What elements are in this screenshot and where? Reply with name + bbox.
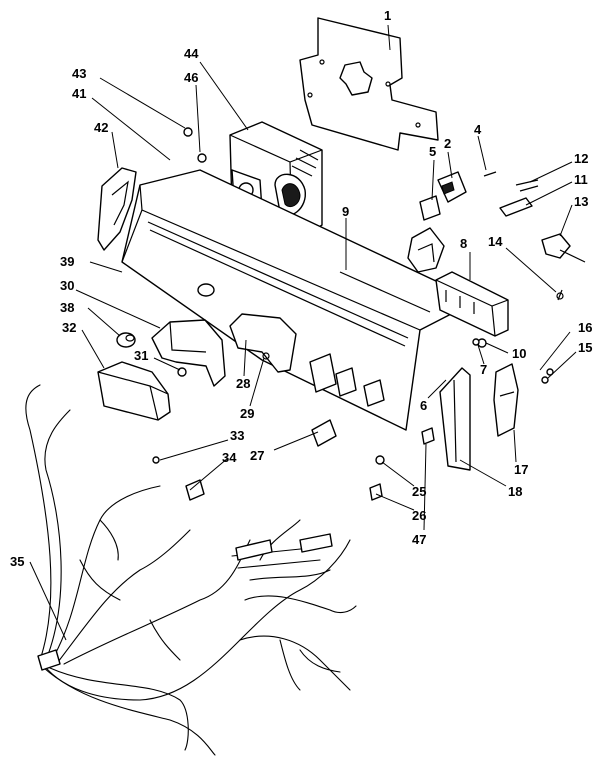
callout-5: 5 <box>429 144 436 159</box>
right-bracket <box>493 363 519 437</box>
callout-2: 2 <box>444 136 451 151</box>
callout-15: 15 <box>578 340 592 355</box>
small-clips <box>185 419 435 501</box>
support-bracket <box>151 319 226 387</box>
wire-trough <box>229 313 297 373</box>
hinge-hardware <box>499 179 586 301</box>
leader-lines <box>29 24 577 641</box>
callout-29: 29 <box>240 406 254 421</box>
wire-harness <box>25 384 357 756</box>
callout-8: 8 <box>460 236 467 251</box>
callout-12: 12 <box>574 151 588 166</box>
callout-4: 4 <box>474 122 482 137</box>
callout-17: 17 <box>514 462 528 477</box>
callout-27: 27 <box>250 448 264 463</box>
callout-10: 10 <box>512 346 526 361</box>
right-end-cap <box>439 367 471 471</box>
callout-44: 44 <box>184 46 199 61</box>
callout-35: 35 <box>10 554 24 569</box>
callout-13: 13 <box>574 194 588 209</box>
callout-6: 6 <box>420 398 427 413</box>
callout-34: 34 <box>222 450 237 465</box>
callout-30: 30 <box>60 278 74 293</box>
callout-33: 33 <box>230 428 244 443</box>
switch-bracket <box>407 171 467 273</box>
console-panel <box>121 169 456 431</box>
callout-25: 25 <box>412 484 426 499</box>
callout-26: 26 <box>412 508 426 523</box>
control-housing <box>97 361 171 421</box>
left-end-cap <box>97 167 137 251</box>
callout-42: 42 <box>94 120 108 135</box>
callout-43: 43 <box>72 66 86 81</box>
callout-11: 11 <box>574 172 588 187</box>
callout-28: 28 <box>236 376 250 391</box>
mounting-plate <box>299 17 439 151</box>
callout-18: 18 <box>508 484 522 499</box>
callout-41: 41 <box>72 86 86 101</box>
callout-47: 47 <box>412 532 426 547</box>
screws <box>152 127 554 464</box>
knob <box>116 332 136 348</box>
callout-14: 14 <box>488 234 503 249</box>
callout-46: 46 <box>184 70 198 85</box>
callout-9: 9 <box>342 204 349 219</box>
callout-38: 38 <box>60 300 74 315</box>
callout-39: 39 <box>60 254 74 269</box>
bracket-block <box>435 271 509 337</box>
callout-numbers: 1 2 4 5 6 7 8 9 10 11 12 13 14 15 16 17 … <box>10 8 592 569</box>
callout-1: 1 <box>384 8 391 23</box>
callout-7: 7 <box>480 362 487 377</box>
callout-16: 16 <box>578 320 592 335</box>
callout-31: 31 <box>134 348 148 363</box>
callout-32: 32 <box>62 320 76 335</box>
